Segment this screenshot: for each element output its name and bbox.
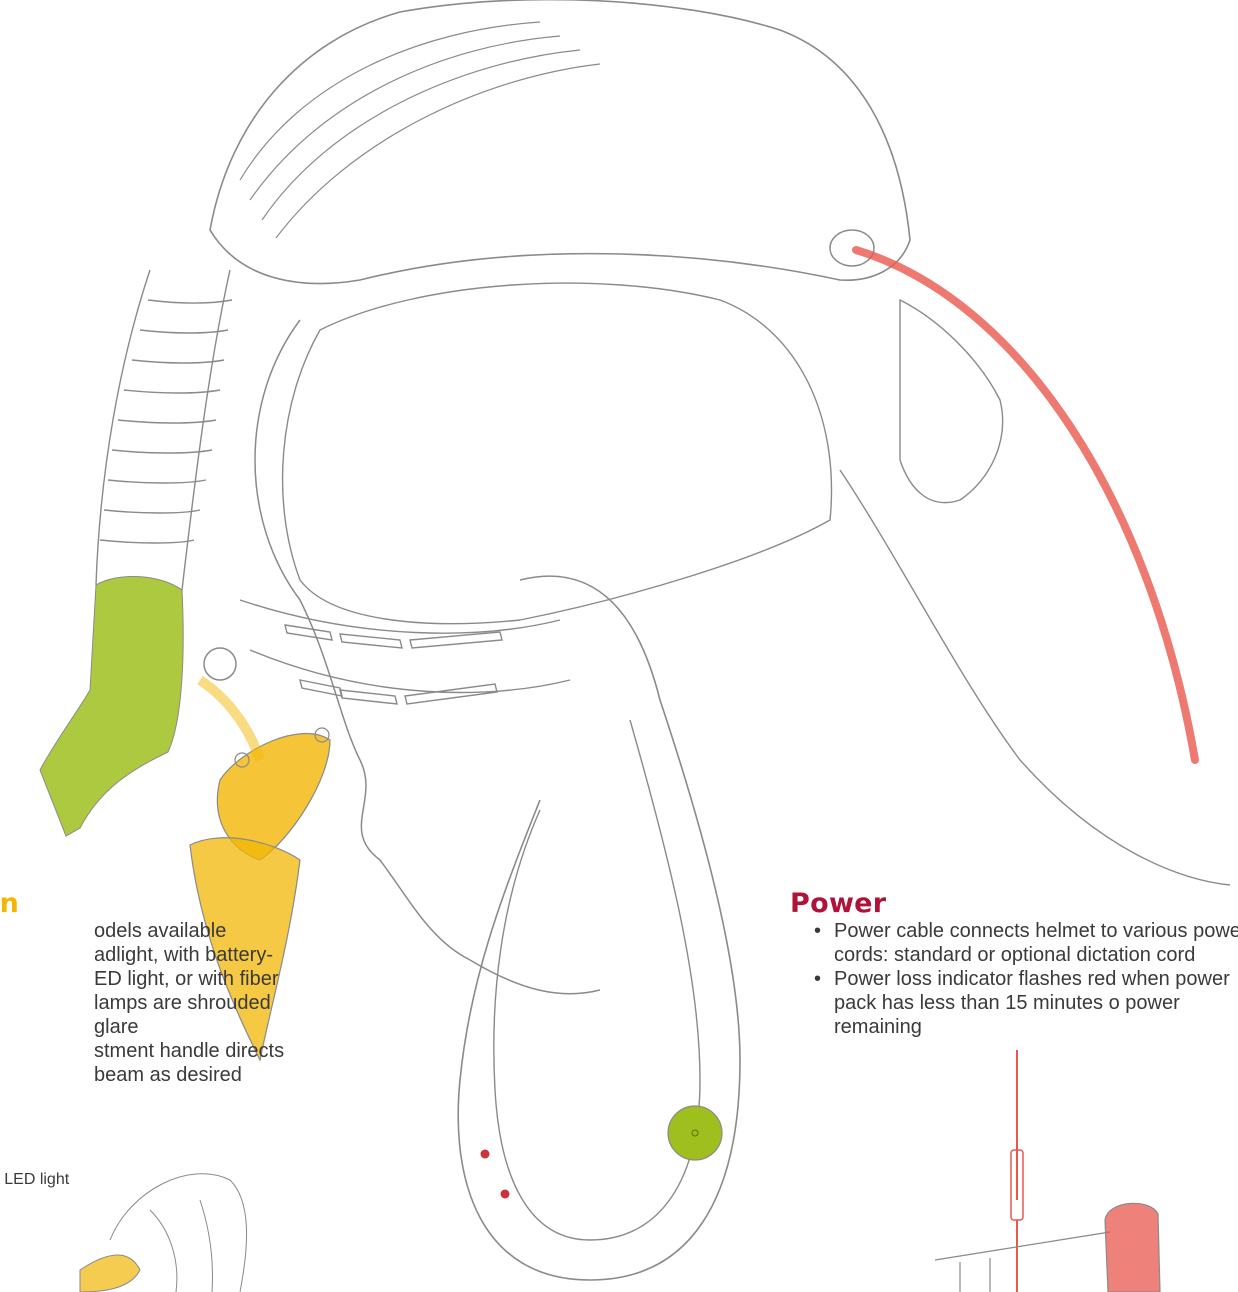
indicator-dot (501, 1190, 510, 1199)
illumination-heading: tion (0, 889, 19, 919)
list-item: lamps are shrouded (94, 991, 294, 1015)
bullet-text: Power loss indicator flashes red when po… (834, 968, 1230, 1038)
helmet-shell (210, 0, 910, 283)
cable-connector (830, 230, 874, 266)
power-cable (856, 250, 1195, 760)
list-item: • Power cable connects helmet to various… (812, 919, 1238, 967)
list-item: stment handle directs (94, 1039, 294, 1063)
chin-strap (458, 576, 740, 1280)
inset-caption: ed LED light (0, 1170, 69, 1190)
list-item: adlight, with battery- (94, 943, 294, 967)
illumination-bullets: odels available adlight, with battery- E… (94, 919, 294, 1087)
inset-helmet (80, 1174, 247, 1292)
green-button (668, 1106, 722, 1160)
power-heading: Power (790, 889, 886, 919)
power-pack-illustration (935, 1050, 1160, 1292)
helmet-vents (240, 22, 600, 238)
face-opening (283, 283, 832, 623)
chin-strap-inner (494, 720, 700, 1240)
shoulder-line (840, 470, 1230, 885)
indicator-dot (481, 1150, 490, 1159)
list-item: ED light, or with fiber (94, 967, 294, 991)
head-band (240, 600, 570, 704)
power-bullets: • Power cable connects helmet to various… (812, 919, 1238, 1039)
bullet-marker: • (814, 919, 821, 943)
list-item: odels available (94, 919, 294, 943)
list-item: glare (94, 1015, 294, 1039)
air-hose (96, 270, 232, 590)
bullet-marker: • (814, 967, 821, 991)
head-outline (255, 320, 600, 994)
list-item: beam as desired (94, 1063, 294, 1087)
visor-shield (40, 576, 183, 836)
list-item: • Power loss indicator flashes red when … (812, 967, 1238, 1039)
side-knob (204, 648, 236, 680)
bullet-text: Power cable connects helmet to various p… (834, 920, 1238, 966)
